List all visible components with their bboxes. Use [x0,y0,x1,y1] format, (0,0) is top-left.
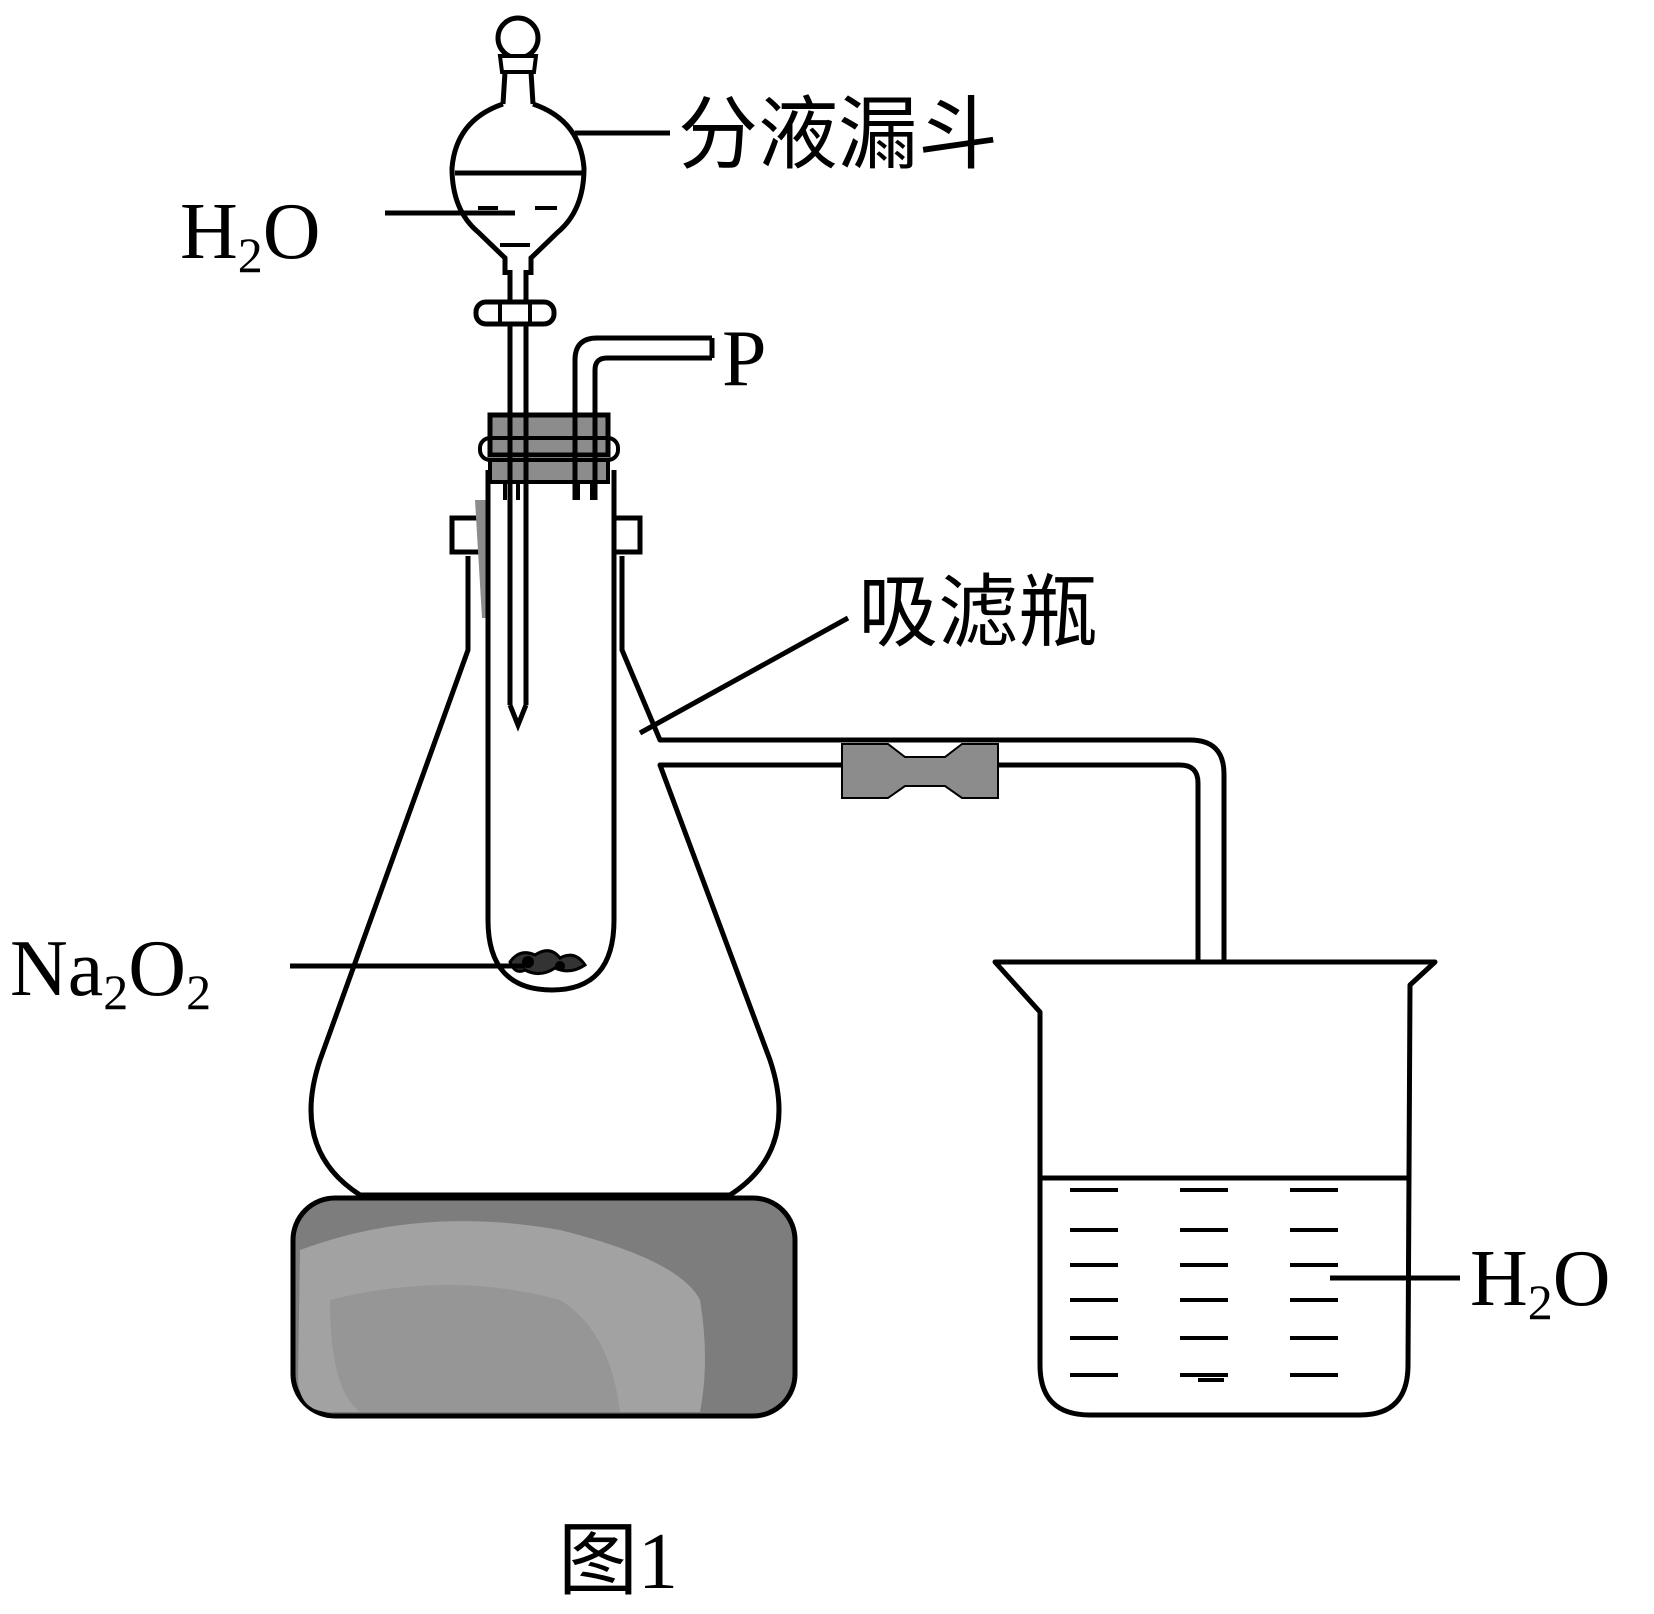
test-tube [485,470,617,993]
figure-caption: 图1 [558,1518,678,1606]
filter-flask-label: 吸滤瓶 [858,570,1098,658]
separatory-funnel [449,15,587,732]
separatory-funnel-label: 分液漏斗 [678,92,998,180]
beaker [992,959,1438,1418]
tube-outlet-label: P [722,315,767,403]
beaker-water-label: H2O [1470,1235,1611,1330]
leader-flask [638,615,850,736]
rubber-connector [841,743,999,799]
sodium-peroxide-label: Na2O2 [10,925,211,1020]
heating-base [290,1195,798,1419]
leader-lines [290,130,1460,1281]
water-dashes [1070,1188,1338,1377]
funnel-water-label: H2O [180,188,321,283]
gas-outlet-tube [572,335,715,500]
